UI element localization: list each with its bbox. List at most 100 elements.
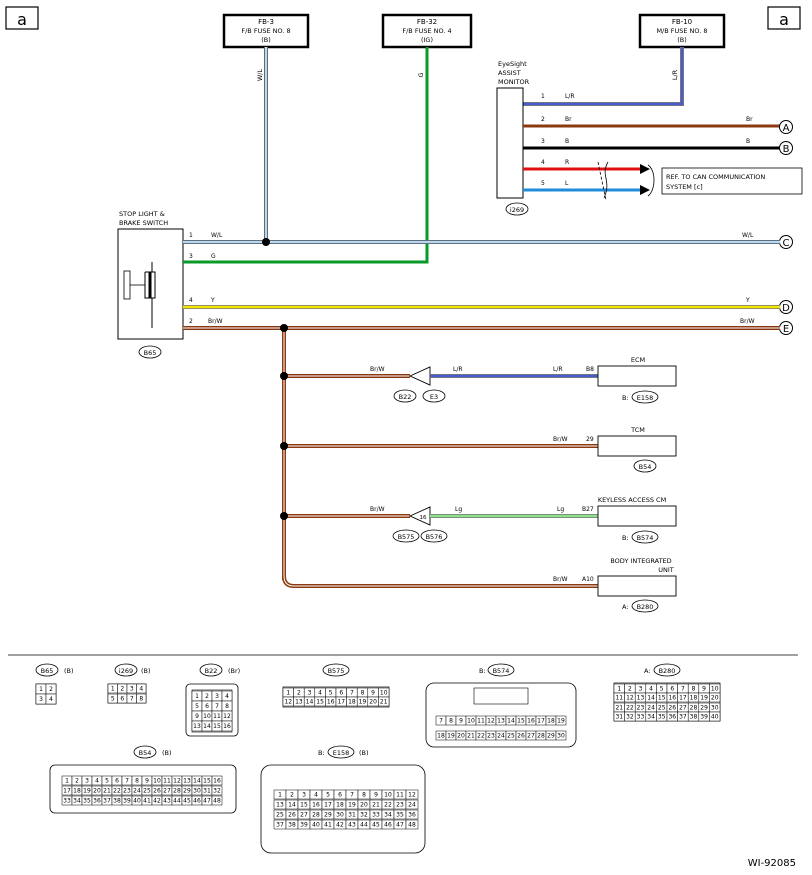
b54-row1-pin-number: 5 bbox=[105, 777, 109, 784]
b575-row2-pin-number: 13 bbox=[295, 698, 303, 705]
wire-label: W/L bbox=[211, 232, 223, 239]
b280-row1-pin-number: 4 bbox=[649, 685, 653, 692]
pin-label: 5 bbox=[541, 180, 545, 187]
assist-monitor: EyeSight ASSIST MONITOR i269 bbox=[496, 60, 530, 216]
b280-row2-pin-number: 17 bbox=[679, 694, 687, 701]
e158-row4-pin-number: 41 bbox=[324, 821, 332, 828]
b280-row4-pin-number: 32 bbox=[626, 713, 634, 720]
b54-row1-pin-number: 7 bbox=[125, 777, 129, 784]
b574-row1-pin-number: 16 bbox=[527, 717, 535, 724]
e158-row1-pin-number: 7 bbox=[350, 791, 354, 798]
b280-row4-pin-number: 35 bbox=[658, 713, 666, 720]
b280-row1-pin-number: 2 bbox=[628, 685, 632, 692]
e158-row3-pin-number: 32 bbox=[360, 811, 368, 818]
connector-badge-b575 bbox=[392, 529, 420, 543]
i269-row1-pin bbox=[136, 683, 147, 694]
i269-row2-pin bbox=[136, 693, 147, 704]
svg-text:MONITOR: MONITOR bbox=[498, 78, 530, 86]
e158-row4-pin-number: 48 bbox=[408, 821, 416, 828]
wire-label: Br/W bbox=[740, 318, 755, 325]
i269-row1-pin-number: 4 bbox=[139, 685, 143, 692]
connector-badge-b574 bbox=[631, 530, 659, 544]
body-unit-box: BODY INTEGRATED UNIT A: B280 bbox=[597, 557, 677, 613]
svg-text:i269: i269 bbox=[510, 206, 524, 214]
b54-row1-pin-number: 4 bbox=[95, 777, 99, 784]
b280-row4-pin-number: 40 bbox=[711, 713, 719, 720]
e158-row2-pin-number: 15 bbox=[300, 801, 308, 808]
wire-fb32-g bbox=[152, 47, 429, 264]
connector-badge-b22 bbox=[393, 389, 417, 403]
b280-row3-pin-number: 28 bbox=[690, 704, 698, 711]
wire-label: Y bbox=[745, 297, 750, 304]
e158-row4-pin-number: 46 bbox=[384, 821, 392, 828]
b575-row1-pin-number: 3 bbox=[308, 689, 312, 696]
b54-row2-pin-number: 29 bbox=[183, 787, 191, 794]
svg-text:(B): (B) bbox=[141, 667, 151, 675]
b280-row1-pin-number: 1 bbox=[617, 685, 621, 692]
b575-row2-pin-number: 14 bbox=[306, 698, 314, 705]
b280-row4-pin-number: 39 bbox=[700, 713, 708, 720]
b280-row3-pin-number: 27 bbox=[679, 704, 687, 711]
b54-row3-pin-number: 45 bbox=[183, 797, 191, 804]
b280-row3-pin-number: 29 bbox=[700, 704, 708, 711]
b22-pin-number: 14 bbox=[203, 723, 211, 730]
b575-row1-pin-number: 7 bbox=[350, 689, 354, 696]
b574-row1-pin-number: 9 bbox=[459, 717, 463, 724]
wire-monitor-l bbox=[523, 185, 650, 195]
wire-body-brw bbox=[282, 575, 598, 588]
b280-row3-pin-number: 30 bbox=[711, 704, 719, 711]
b54-row3-pin-number: 47 bbox=[203, 797, 211, 804]
b54-row1-pin-number: 13 bbox=[183, 777, 191, 784]
b54-row3-pin-number: 38 bbox=[113, 797, 121, 804]
svg-text:B:: B: bbox=[622, 394, 629, 402]
connector-badge-b576 bbox=[420, 529, 448, 543]
figure-id: WI-92085 bbox=[748, 858, 796, 869]
b65-pin-number: 3 bbox=[39, 696, 43, 703]
e158-row1-pin-number: 9 bbox=[374, 791, 378, 798]
b280-row2-pin-number: 14 bbox=[647, 694, 655, 701]
svg-text:F/B FUSE NO. 8: F/B FUSE NO. 8 bbox=[241, 27, 290, 35]
wire-fb10-lr bbox=[522, 47, 684, 106]
e158-row3-pin-number: 33 bbox=[372, 811, 380, 818]
b54-row2-pin-number: 19 bbox=[83, 787, 91, 794]
b54-row2-pin-number: 20 bbox=[93, 787, 101, 794]
wire-label: L/R bbox=[565, 93, 575, 100]
b65-pin bbox=[45, 693, 57, 705]
b575-row2-pin-number: 20 bbox=[369, 698, 377, 705]
svg-text:(Br): (Br) bbox=[228, 667, 240, 675]
b574-row1-pin-number: 18 bbox=[547, 717, 555, 724]
svg-text:B280: B280 bbox=[659, 667, 676, 675]
page-mark-right: a bbox=[767, 6, 801, 30]
connector-label: E3 bbox=[430, 393, 438, 401]
b574-row2-pin-number: 23 bbox=[487, 732, 495, 739]
b54-row3-pin-number: 36 bbox=[93, 797, 101, 804]
svg-text:D: D bbox=[782, 303, 790, 314]
e158-row1-pin-number: 8 bbox=[362, 791, 366, 798]
b280-row4-pin-number: 34 bbox=[647, 713, 655, 720]
splice-point bbox=[262, 238, 270, 246]
b575-row1-pin-number: 6 bbox=[339, 689, 343, 696]
terminal-b: B bbox=[779, 141, 793, 155]
b54-row2-pin bbox=[211, 785, 223, 796]
b54-row3-pin-number: 43 bbox=[163, 797, 171, 804]
b575-row1-pin-number: 1 bbox=[286, 689, 290, 696]
b54-row2-pin-number: 31 bbox=[203, 787, 211, 794]
b574-row2-pin bbox=[555, 730, 567, 741]
b22-pin-number: 1 bbox=[195, 693, 199, 700]
wire-label-fb3: W/L bbox=[256, 69, 264, 82]
b280-row3-pin-number: 24 bbox=[647, 704, 655, 711]
b22-pin-number: 4 bbox=[225, 693, 229, 700]
connector-view-e158: B: E158 (B) bbox=[260, 745, 426, 854]
b54-row3-pin-number: 48 bbox=[213, 797, 221, 804]
b22-pin-number: 15 bbox=[213, 723, 221, 730]
svg-text:a: a bbox=[779, 10, 789, 29]
e158-row4-pin-number: 38 bbox=[288, 821, 296, 828]
e158-row4-pin bbox=[405, 819, 419, 830]
svg-text:EyeSight: EyeSight bbox=[498, 60, 527, 68]
b574-row2-pin-number: 20 bbox=[457, 732, 465, 739]
b22-pin-number: 5 bbox=[195, 703, 199, 710]
e158-row3-pin-number: 36 bbox=[408, 811, 416, 818]
e158-row2-pin bbox=[405, 799, 419, 810]
i269-row2-pin-number: 5 bbox=[111, 695, 115, 702]
wire-label-fb10: L/R bbox=[671, 69, 679, 80]
